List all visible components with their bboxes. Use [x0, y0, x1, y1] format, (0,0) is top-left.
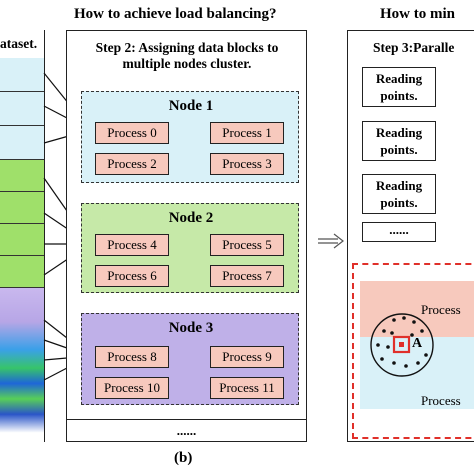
process-7: Process 7 — [210, 265, 284, 287]
point-a-label: A — [412, 336, 423, 351]
process-11: Process 11 — [210, 377, 284, 399]
process-9: Process 9 — [210, 346, 284, 368]
middle-bottom-dots: ...... — [176, 423, 197, 438]
node-1: Node 1 Process 0 Process 1 Process 2 Pro… — [81, 91, 299, 183]
process-8: Process 8 — [95, 346, 169, 368]
middle-bottom-divider — [67, 419, 306, 420]
left-strip-7 — [0, 256, 44, 288]
process-4: Process 4 — [95, 234, 169, 256]
process-bottom-label: Process — [421, 393, 461, 408]
highlight-region: Process Process A — [352, 263, 474, 439]
node-3: Node 3 Process 8 Process 9 Process 10 Pr… — [81, 313, 299, 405]
node-2-title: Node 2 — [168, 210, 214, 226]
process-3: Process 3 — [210, 153, 284, 175]
left-terrain-image — [0, 288, 44, 442]
middle-header: How to achieve load balancing? — [74, 6, 277, 22]
reading-points-more: ...... — [362, 222, 436, 242]
reading-points-3: Reading points. — [362, 174, 436, 214]
left-strip-6 — [0, 224, 44, 256]
reading-points-1: Reading points. — [362, 67, 436, 107]
process-10: Process 10 — [95, 377, 169, 399]
node-1-title: Node 1 — [168, 98, 214, 114]
left-strip-1 — [0, 58, 44, 92]
right-panel: Step 3:Paralle Reading points. Reading p… — [347, 30, 474, 442]
left-title-fragment: ataset. — [0, 36, 38, 51]
left-strip-2 — [0, 92, 44, 126]
step3-title: Step 3:Paralle — [373, 40, 455, 55]
reading-points-2: Reading points. — [362, 121, 436, 161]
process-5: Process 5 — [210, 234, 284, 256]
node-3-title: Node 3 — [168, 320, 214, 336]
right-header: How to min — [380, 6, 455, 22]
process-band-bottom — [360, 337, 474, 409]
flow-arrow — [318, 233, 344, 249]
left-strip-4 — [0, 160, 44, 192]
process-1: Process 1 — [210, 122, 284, 144]
process-top-label: Process — [421, 302, 461, 317]
process-0: Process 0 — [95, 122, 169, 144]
middle-panel: Step 2: Assigning data blocks to multipl… — [66, 30, 307, 442]
figure-caption: (b) — [174, 450, 193, 466]
left-strip-3 — [0, 126, 44, 160]
process-2: Process 2 — [95, 153, 169, 175]
process-band-top — [360, 281, 474, 337]
step2-title: Step 2: Assigning data blocks to multipl… — [95, 40, 279, 71]
point-neighborhood — [370, 313, 434, 377]
left-title-cell: ataset. — [0, 30, 44, 59]
process-6: Process 6 — [95, 265, 169, 287]
left-panel: ataset. — [0, 30, 45, 442]
node-2: Node 2 Process 4 Process 5 Process 6 Pro… — [81, 203, 299, 293]
left-strip-5 — [0, 192, 44, 224]
